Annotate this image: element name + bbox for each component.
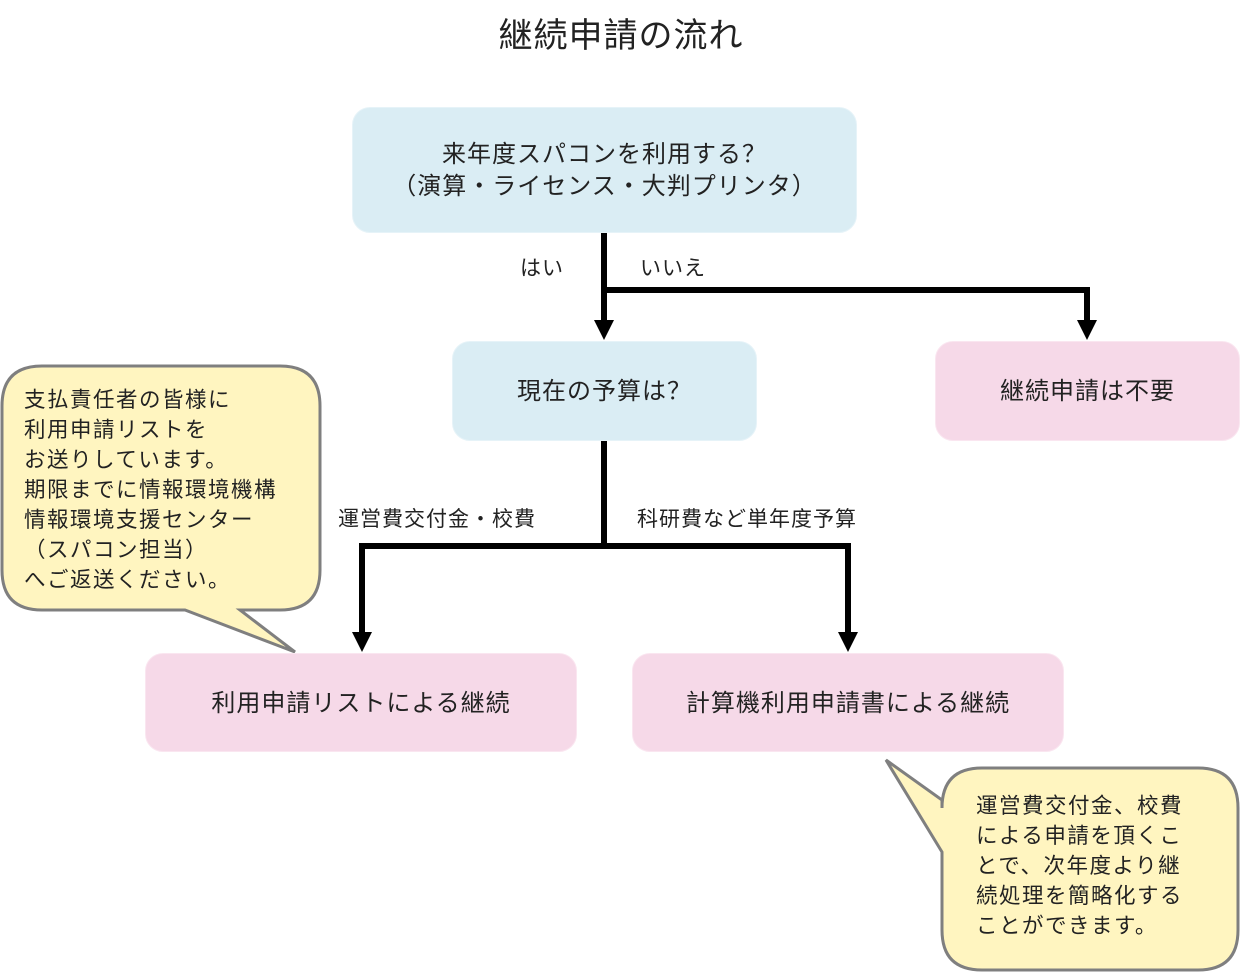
connector-single-year <box>604 543 851 634</box>
callout-left-shape <box>0 364 322 654</box>
arrowhead-operating <box>352 632 372 652</box>
callout-right-shape <box>884 758 1240 972</box>
node-renew-by-form-label: 計算機利用申請書による継続 <box>685 688 1011 717</box>
arrowhead-yes <box>594 320 614 340</box>
node-use-supercomputer-line1: 来年度スパコンを利用する？ <box>442 140 767 168</box>
node-use-supercomputer: 来年度スパコンを利用する？ （演算・ライセンス・大判プリンタ） <box>352 107 857 233</box>
node-current-budget: 現在の予算は？ <box>452 341 757 441</box>
node-use-supercomputer-line2: （演算・ライセンス・大判プリンタ） <box>392 172 817 200</box>
edge-label-yes: はい <box>520 256 564 280</box>
connector-no <box>604 287 1090 322</box>
arrowhead-single-year <box>838 632 858 652</box>
node-no-renewal: 継続申請は不要 <box>935 341 1240 441</box>
node-current-budget-label: 現在の予算は？ <box>517 377 692 405</box>
edge-label-operating-grant: 運営費交付金・校費 <box>338 507 536 531</box>
node-no-renewal-label: 継続申請は不要 <box>1000 377 1175 405</box>
callout-right-text: 運営費交付金、校費 による申請を頂くこ とで、次年度より継 続処理を簡略化する … <box>976 794 1184 939</box>
edge-label-no: いいえ <box>640 256 706 280</box>
node-renew-by-form: 計算機利用申請書による継続 <box>632 653 1064 752</box>
diagram-title: 継続申請の流れ <box>498 16 744 56</box>
arrowhead-no <box>1077 320 1097 340</box>
edge-label-single-year: 科研費など単年度予算 <box>637 507 857 531</box>
node-renew-by-list-label: 利用申請リストによる継続 <box>211 688 511 717</box>
connector-operating <box>359 543 604 634</box>
callout-left-text: 支払責任者の皆様に 利用申請リストを お送りしています。 期限までに情報環境機構… <box>24 388 278 593</box>
node-renew-by-list: 利用申請リストによる継続 <box>145 653 577 752</box>
